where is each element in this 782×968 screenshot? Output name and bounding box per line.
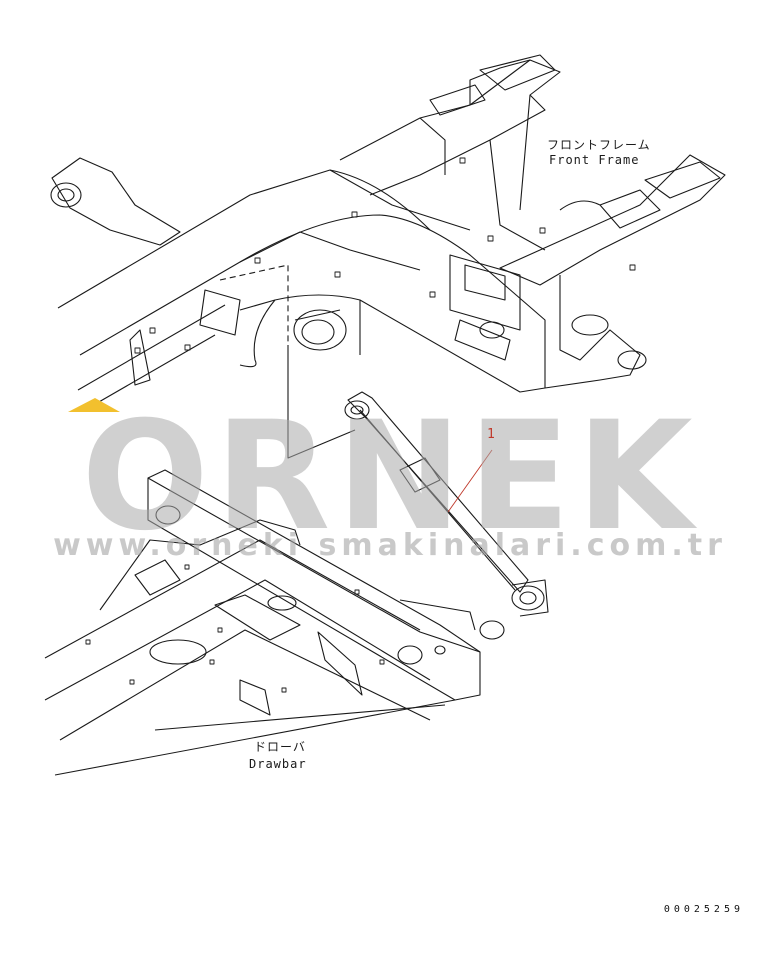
drawbar — [44, 469, 505, 776]
front-frame-label-en: Front Frame — [549, 153, 640, 167]
drawing-number: 00025259 — [663, 904, 744, 915]
drawbar-label-jp: ドローバ — [254, 740, 306, 754]
drawbar-label-en: Drawbar — [249, 757, 307, 771]
front-frame-label-jp: フロントフレーム — [547, 138, 651, 152]
hidden-line — [219, 264, 289, 345]
part-number-callout: 1 — [487, 427, 495, 442]
front-frame — [50, 54, 726, 411]
watermark-url: www.orneki smakinalari.com.tr — [53, 528, 727, 563]
watermark-brand: ORNEK — [81, 390, 699, 564]
watermark-accent — [68, 398, 120, 412]
leader-line — [287, 345, 356, 459]
cylinder-part — [344, 391, 549, 617]
part-leader — [447, 449, 493, 513]
